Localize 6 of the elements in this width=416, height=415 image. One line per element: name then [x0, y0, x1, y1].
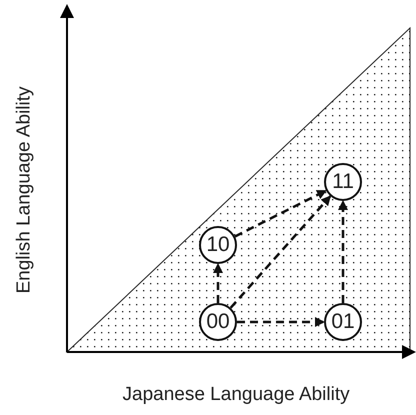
- dashed-arrow: [230, 195, 332, 309]
- y-axis-title: English Language Ability: [13, 86, 36, 294]
- x-axis-title: Japanese Language Ability: [122, 384, 350, 406]
- dashed-arrow: [213, 263, 223, 303]
- dashed-arrow: [237, 317, 325, 327]
- dashed-arrow: [338, 200, 348, 303]
